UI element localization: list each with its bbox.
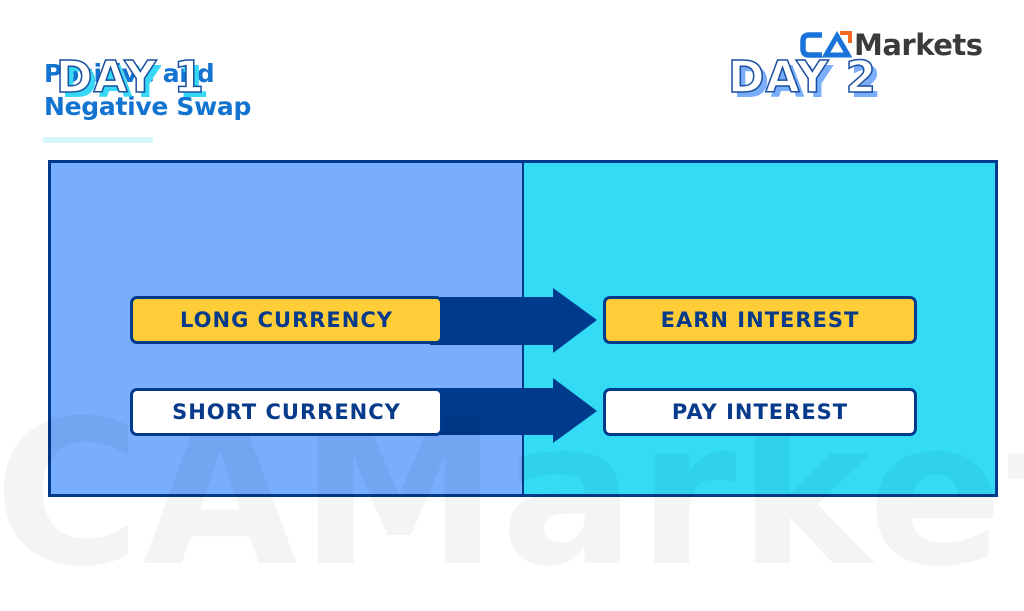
title-line-2: Negative Swap: [44, 92, 252, 121]
arrow-right-icon: [430, 288, 597, 353]
title-underline: [43, 137, 153, 143]
long-currency-box: LONG CURRENCY: [130, 296, 443, 344]
arrow-right-icon: [430, 378, 597, 443]
earn-interest-box: EARN INTEREST: [603, 296, 917, 344]
flow-arrows: [430, 288, 597, 443]
day-2-heading: DAY 2: [727, 52, 878, 103]
page-title: Positive and Negative Swap: [44, 57, 251, 123]
logo-text: Markets: [854, 28, 983, 62]
short-currency-box: SHORT CURRENCY: [130, 388, 443, 436]
pay-interest-box: PAY INTEREST: [603, 388, 917, 436]
ca-logo-mark-icon: [800, 31, 852, 58]
title-line-1: Positive and: [44, 59, 215, 88]
day-1-heading: DAY 1: [55, 52, 206, 103]
brand-logo: Markets: [800, 28, 983, 62]
